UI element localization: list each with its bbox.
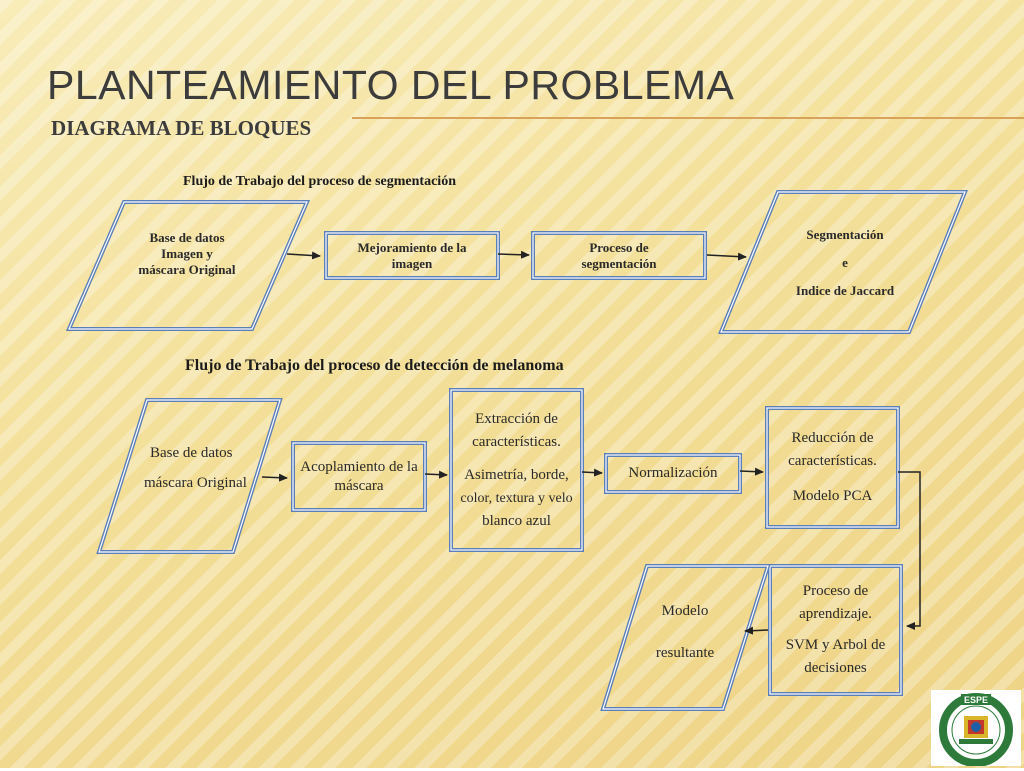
arrow-extraction-to-normalization xyxy=(581,468,603,477)
melanoma-flow-heading: Flujo de Trabajo del proceso de detecció… xyxy=(185,357,564,374)
svg-text:ESPE: ESPE xyxy=(964,695,988,705)
extraction-box: Extracción de características. Asimetría… xyxy=(460,410,573,529)
coupling-box: Acoplamiento de la máscara xyxy=(300,458,418,494)
arrow-reduction-to-learning xyxy=(898,471,921,630)
arrow-learning-to-model xyxy=(744,626,769,635)
reduction-box: Reducción de características. Modelo PCA xyxy=(788,430,877,504)
segmentation-database: Base de datos Imagen y máscara Original xyxy=(138,230,236,277)
arrow-normalization-to-reduction xyxy=(739,467,764,476)
university-logo: ESPE xyxy=(931,690,1021,767)
page-title: PLANTEAMIENTO DEL PROBLEMA xyxy=(47,62,735,108)
enhancement-box: Mejoramiento de la imagen xyxy=(357,239,467,271)
arrow-process-to-output xyxy=(706,252,747,261)
title-rule xyxy=(352,117,1024,119)
normalization-box: Normalización xyxy=(628,465,718,481)
arrow-coupling-to-extraction xyxy=(424,470,448,479)
page-subtitle: DIAGRAMA DE BLOQUES xyxy=(51,116,312,140)
segmentation-flow-heading: Flujo de Trabajo del proceso de segmenta… xyxy=(183,174,456,189)
arrow-enhancement-to-process xyxy=(497,250,530,259)
espe-seal-icon: ESPE xyxy=(939,693,1013,767)
arrow-database-to-enhancement xyxy=(286,251,321,260)
arrow-database-to-coupling xyxy=(261,473,288,482)
segmentation-process-box: Proceso de segmentación xyxy=(581,239,657,271)
model-output: Modelo resultante xyxy=(655,603,715,661)
learning-box: Proceso de aprendizaje. SVM y Arbol de d… xyxy=(785,583,886,676)
segmentation-output: Segmentación e Indice de Jaccard xyxy=(795,227,895,298)
melanoma-database: Base de datos máscara Original xyxy=(144,445,247,491)
